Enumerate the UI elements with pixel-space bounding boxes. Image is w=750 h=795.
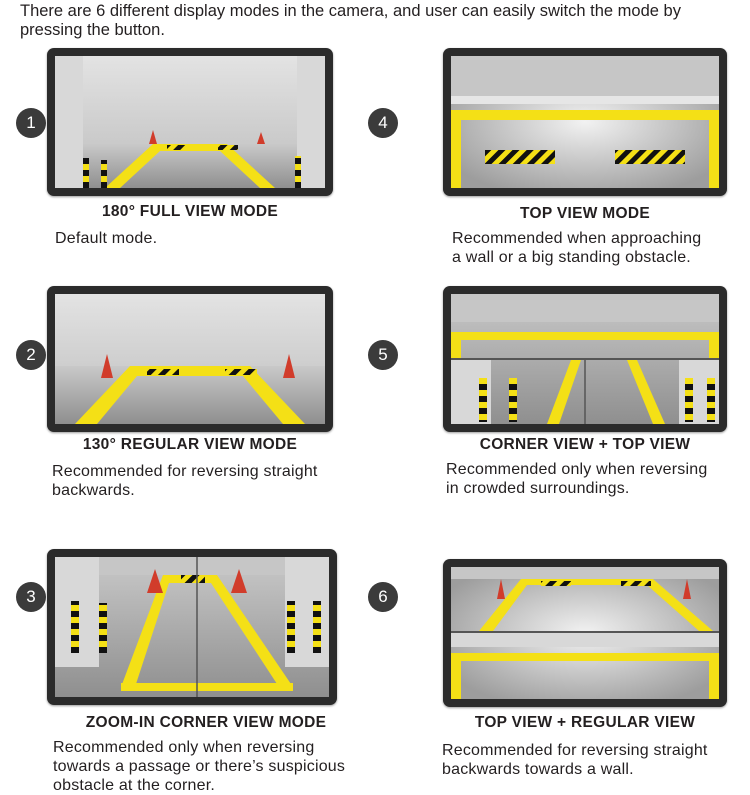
full-view-illustration: [55, 56, 325, 188]
mode-3-description: Recommended only when reversing towards …: [53, 739, 346, 794]
mode-5-title: CORNER VIEW + TOP VIEW: [479, 436, 691, 453]
regular-view-illustration: [55, 294, 325, 424]
mode-1-title: 180° FULL VIEW MODE: [101, 203, 279, 220]
mode-6-title: TOP VIEW + REGULAR VIEW: [474, 714, 696, 731]
mode-5-description: Recommended only when reversing in crowd…: [446, 461, 708, 497]
mode-2-screen: [47, 286, 333, 432]
mode-6-screen: [443, 559, 727, 707]
mode-4-title: TOP VIEW MODE: [520, 205, 650, 222]
mode-4-description: Recommended when approaching a wall or a…: [452, 230, 702, 266]
mode-2-description: Recommended for reversing straight backw…: [52, 463, 318, 499]
mode-3-screen: [47, 549, 337, 705]
mode-2-title: 130° REGULAR VIEW MODE: [82, 436, 298, 453]
mode-1-number-badge: 1: [16, 108, 46, 138]
mode-5-number-badge: 5: [368, 340, 398, 370]
mode-3-title: ZOOM-IN CORNER VIEW MODE: [85, 714, 327, 731]
mode-2-number-badge: 2: [16, 340, 46, 370]
top-regular-view-illustration: [451, 567, 719, 699]
mode-3-number-badge: 3: [16, 582, 46, 612]
mode-1-screen: [47, 48, 333, 196]
mode-6-number-badge: 6: [368, 582, 398, 612]
corner-top-view-illustration: [451, 294, 719, 424]
intro-text: There are 6 different display modes in t…: [20, 2, 681, 39]
mode-4-number-badge: 4: [368, 108, 398, 138]
mode-4-screen: [443, 48, 727, 196]
mode-1-description: Default mode.: [55, 230, 158, 247]
top-view-illustration: [451, 56, 719, 188]
mode-5-screen: [443, 286, 727, 432]
mode-6-description: Recommended for reversing straight backw…: [442, 742, 708, 778]
zoom-corner-view-illustration: [55, 557, 329, 697]
